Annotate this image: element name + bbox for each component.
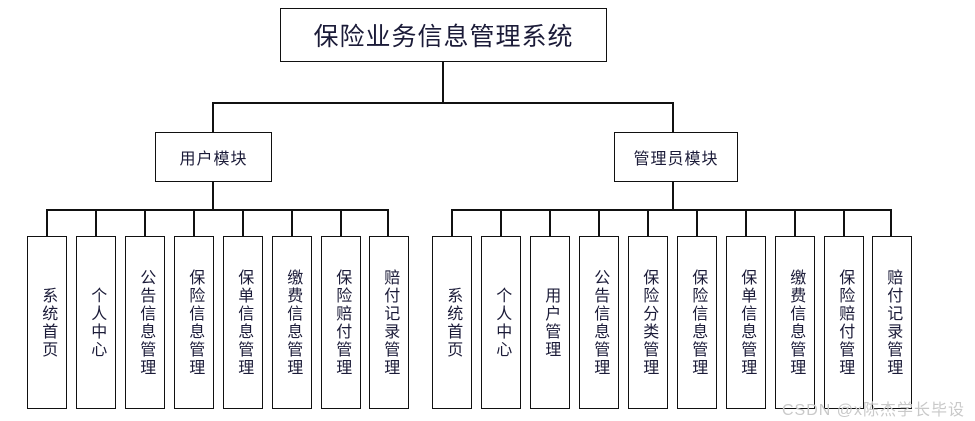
leaf-node-user-6-label: 缴费信息管理 (284, 268, 302, 377)
leaf-node-admin-4-label: 公告信息管理 (591, 268, 609, 377)
leaf-node-user-8[interactable]: 赔付记录管理 (369, 236, 409, 409)
leaf-node-admin-5-label: 保险分类管理 (640, 268, 658, 377)
leaf-node-user-3-label: 公告信息管理 (137, 268, 155, 377)
connector-admin-stem (672, 182, 675, 210)
connector-root-bus (213, 102, 674, 105)
connector-admin-leaf-3 (549, 209, 551, 237)
connector-user-leaf-4 (193, 209, 195, 237)
leaf-node-admin-6[interactable]: 保险信息管理 (677, 236, 717, 409)
connector-user-leaf-1 (46, 209, 48, 237)
leaf-node-admin-2-label: 个人中心 (493, 286, 511, 359)
connector-user-leaf-7 (340, 209, 342, 237)
connector-admin-bus (452, 209, 892, 212)
connector-admin-leaf-6 (696, 209, 698, 237)
leaf-node-user-2-label: 个人中心 (88, 286, 106, 359)
leaf-node-admin-10-label: 赔付记录管理 (884, 268, 902, 377)
leaf-node-admin-8-label: 缴费信息管理 (787, 268, 805, 377)
leaf-node-admin-5[interactable]: 保险分类管理 (628, 236, 668, 409)
leaf-node-admin-6-label: 保险信息管理 (689, 268, 707, 377)
leaf-node-user-7[interactable]: 保险赔付管理 (321, 236, 361, 409)
leaf-node-admin-10[interactable]: 赔付记录管理 (872, 236, 912, 409)
connector-admin-leaf-9 (843, 209, 845, 237)
leaf-node-user-5[interactable]: 保单信息管理 (223, 236, 263, 409)
leaf-node-user-5-label: 保单信息管理 (235, 268, 253, 377)
leaf-node-user-7-label: 保险赔付管理 (333, 268, 351, 377)
connector-user-leaf-6 (291, 209, 293, 237)
connector-admin-leaf-1 (451, 209, 453, 237)
module-node-user[interactable]: 用户模块 (155, 132, 272, 182)
root-node-system[interactable]: 保险业务信息管理系统 (280, 8, 607, 62)
connector-user-leaf-5 (242, 209, 244, 237)
module-node-admin-label: 管理员模块 (633, 151, 719, 168)
connector-user-leaf-3 (144, 209, 146, 237)
leaf-node-admin-9-label: 保险赔付管理 (836, 268, 854, 377)
connector-user-leaf-2 (95, 209, 97, 237)
leaf-node-admin-9[interactable]: 保险赔付管理 (824, 236, 864, 409)
connector-admin-leaf-10 (890, 209, 892, 237)
leaf-node-user-1-label: 系统首页 (39, 286, 57, 359)
leaf-node-admin-1[interactable]: 系统首页 (432, 236, 472, 409)
leaf-node-admin-8[interactable]: 缴费信息管理 (775, 236, 815, 409)
leaf-node-user-2[interactable]: 个人中心 (76, 236, 116, 409)
leaf-node-user-8-label: 赔付记录管理 (381, 268, 399, 377)
leaf-node-user-1[interactable]: 系统首页 (27, 236, 67, 409)
leaf-node-admin-1-label: 系统首页 (444, 286, 462, 359)
connector-admin-leaf-7 (745, 209, 747, 237)
connector-user-stem (212, 182, 215, 210)
leaf-node-admin-2[interactable]: 个人中心 (481, 236, 521, 409)
leaf-node-user-4-label: 保险信息管理 (186, 268, 204, 377)
leaf-node-admin-7[interactable]: 保单信息管理 (726, 236, 766, 409)
connector-admin-leaf-8 (794, 209, 796, 237)
connector-root-stem (442, 62, 445, 103)
leaf-node-admin-7-label: 保单信息管理 (738, 268, 756, 377)
connector-admin-leaf-2 (500, 209, 502, 237)
leaf-node-admin-3[interactable]: 用户管理 (530, 236, 570, 409)
module-node-user-label: 用户模块 (179, 151, 248, 168)
leaf-node-user-6[interactable]: 缴费信息管理 (272, 236, 312, 409)
connector-to-user-module (212, 102, 215, 133)
leaf-node-admin-4[interactable]: 公告信息管理 (579, 236, 619, 409)
connector-user-bus (47, 209, 388, 212)
leaf-node-user-4[interactable]: 保险信息管理 (174, 236, 214, 409)
leaf-node-user-3[interactable]: 公告信息管理 (125, 236, 165, 409)
root-node-label: 保险业务信息管理系统 (313, 23, 574, 51)
connector-admin-leaf-5 (647, 209, 649, 237)
connector-admin-leaf-4 (598, 209, 600, 237)
leaf-node-admin-3-label: 用户管理 (542, 286, 560, 359)
module-node-admin[interactable]: 管理员模块 (614, 132, 738, 182)
connector-to-admin-module (672, 102, 675, 133)
connector-user-leaf-8 (387, 209, 389, 237)
